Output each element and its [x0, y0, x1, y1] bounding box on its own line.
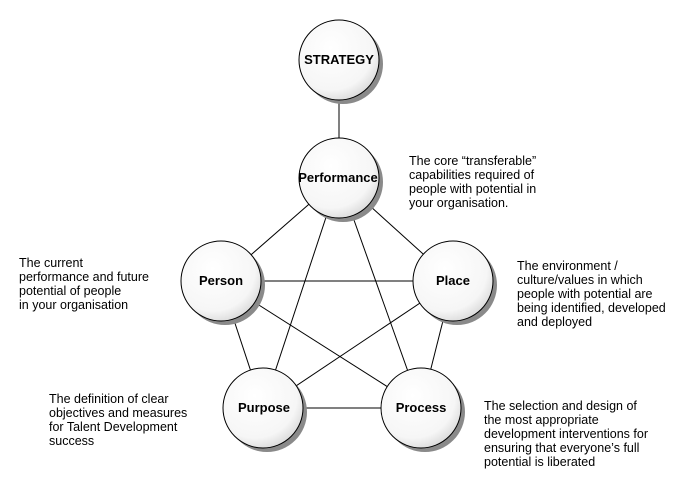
place-description-line: The environment /	[517, 259, 618, 273]
node-performance-label: Performance	[298, 170, 377, 185]
place-description-line: and deployed	[517, 315, 593, 329]
node-place-label: Place	[436, 273, 470, 288]
node-performance: Performance	[298, 137, 383, 222]
performance-description-line: people with potential in	[409, 182, 537, 196]
performance-description-line: capabilities required of	[409, 168, 535, 182]
process-description-line: ensuring that everyone’s full	[484, 441, 640, 455]
person-description-line: potential of people	[19, 284, 122, 298]
purpose-description: The definition of clear objectives and m…	[49, 392, 187, 448]
place-description-line: culture/values in which	[517, 273, 643, 287]
purpose-description-line: objectives and measures	[49, 406, 188, 420]
person-description-line: in your organisation	[19, 298, 129, 312]
performance-description-line: The core “transferable”	[409, 154, 537, 168]
place-description: The environment / culture/values in whic…	[517, 259, 666, 329]
node-purpose: Purpose	[222, 367, 307, 452]
node-person: Person	[180, 240, 265, 325]
process-description-line: The selection and design of	[484, 399, 637, 413]
node-purpose-label: Purpose	[238, 400, 290, 415]
process-description: The selection and design of the most app…	[484, 399, 648, 469]
person-description-line: The current	[19, 256, 83, 270]
person-description: The current performance and future poten…	[19, 256, 149, 312]
process-description-line: the most appropriate	[484, 413, 599, 427]
place-description-line: people with potential are	[517, 287, 653, 301]
purpose-description-line: The definition of clear	[49, 392, 169, 406]
node-place: Place	[412, 240, 497, 325]
node-process: Process	[380, 367, 465, 452]
purpose-description-line: success	[49, 434, 95, 448]
process-description-line: potential is liberated	[484, 455, 596, 469]
node-person-label: Person	[199, 273, 243, 288]
node-process-label: Process	[396, 400, 447, 415]
node-strategy: STRATEGY	[298, 19, 383, 104]
purpose-description-line: for Talent Development	[49, 420, 178, 434]
person-description-line: performance and future	[19, 270, 149, 284]
node-strategy-label: STRATEGY	[304, 52, 374, 67]
performance-description: The core “transferable” capabilities req…	[409, 154, 536, 210]
place-description-line: being identified, developed	[517, 301, 666, 315]
process-description-line: development interventions for	[484, 427, 648, 441]
performance-description-line: your organisation.	[409, 196, 509, 210]
